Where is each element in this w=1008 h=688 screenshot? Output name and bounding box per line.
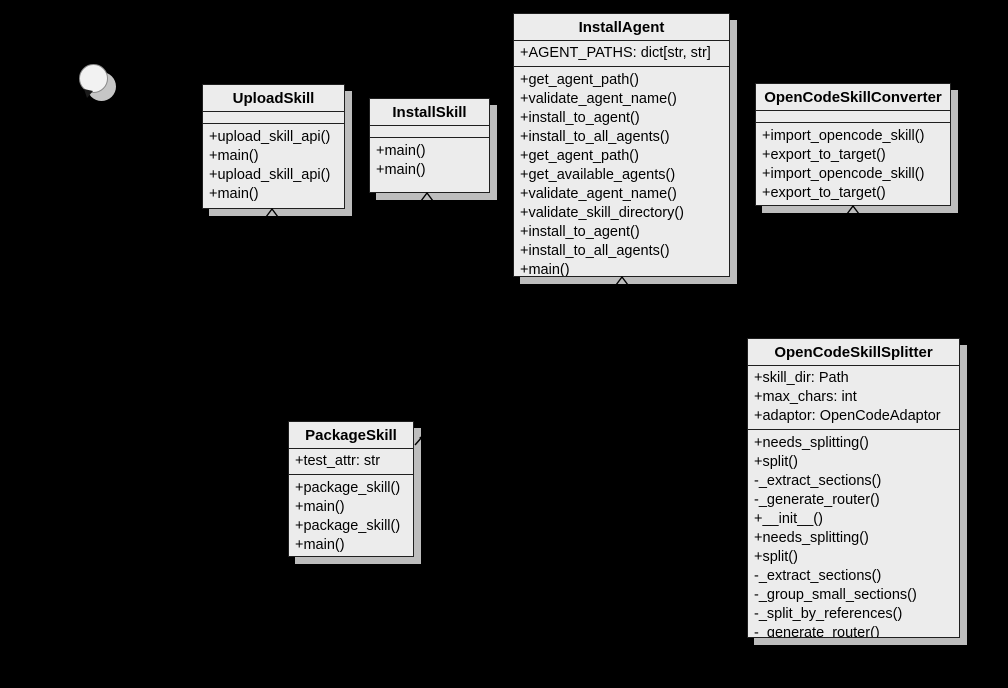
method-line: +get_available_agents() — [520, 167, 676, 183]
class-opencodeskillsplitter: OpenCodeSkillSplitter +skill_dir: Path +m… — [747, 338, 960, 638]
class-title: InstallAgent — [514, 14, 729, 41]
method-line: +validate_agent_name() — [520, 91, 677, 107]
method-line: +install_to_agent() — [520, 110, 640, 126]
class-methods: +needs_splitting() +split() -_extract_sect… — [748, 430, 959, 637]
method-line: +install_to_agent() — [520, 224, 640, 240]
class-attributes — [203, 112, 344, 124]
generalization-arrowhead-icon — [420, 192, 434, 202]
method-line: +export_to_target() — [762, 147, 886, 163]
method-line: +upload_skill_api() — [209, 167, 331, 183]
method-line: +export_to_target() — [762, 185, 886, 201]
method-line: +needs_splitting() — [754, 530, 869, 546]
method-line: +package_skill() — [295, 480, 401, 496]
attribute-line: +adaptor: OpenCodeAdaptor — [754, 408, 941, 424]
method-line: +needs_splitting() — [754, 435, 869, 451]
class-title: UploadSkill — [203, 85, 344, 112]
generalization-arrowhead-icon — [846, 205, 860, 215]
method-line: +main() — [295, 537, 345, 553]
method-line: -_group_small_sections() — [754, 587, 917, 603]
method-line: +split() — [754, 549, 798, 565]
class-title: OpenCodeSkillConverter — [756, 84, 950, 111]
method-line: +main() — [295, 499, 345, 515]
dependency-arrowhead-icon — [414, 433, 426, 446]
method-line: +get_agent_path() — [520, 72, 639, 88]
attribute-line: +test_attr: str — [295, 453, 381, 469]
edge-arrowhead-icon — [84, 89, 93, 98]
method-line: +main() — [209, 186, 259, 202]
class-methods: +package_skill() +main() +package_skill() +… — [289, 475, 413, 556]
method-line: +upload_skill_api() — [209, 129, 331, 145]
method-line: +validate_agent_name() — [520, 186, 677, 202]
method-line: +main() — [376, 143, 426, 159]
method-line: +__init__() — [754, 511, 823, 527]
attribute-line: +skill_dir: Path — [754, 370, 849, 386]
class-attributes: +test_attr: str — [289, 449, 413, 475]
method-line: +import_opencode_skill() — [762, 128, 925, 144]
generalization-arrowhead-icon — [615, 276, 629, 286]
class-methods: +get_agent_path() +validate_agent_name() +… — [514, 67, 729, 276]
class-uploadskill: UploadSkill +upload_skill_api()+main()+u… — [202, 84, 345, 209]
method-line: +main() — [209, 148, 259, 164]
method-line: +main() — [520, 262, 570, 276]
class-methods: +import_opencode_skill() +export_to_targe… — [756, 123, 950, 205]
attribute-line: +max_chars: int — [754, 389, 857, 405]
method-line: +install_to_all_agents() — [520, 243, 670, 259]
class-title: OpenCodeSkillSplitter — [748, 339, 959, 366]
method-line: -_split_by_references() — [754, 606, 903, 622]
class-title: InstallSkill — [370, 99, 489, 126]
class-attributes: +skill_dir: Path +max_chars: int +adaptor:… — [748, 366, 959, 430]
class-attributes — [370, 126, 489, 138]
method-line: -_generate_router() — [754, 492, 880, 508]
class-methods: +upload_skill_api() +main() +upload_skill_… — [203, 124, 344, 208]
class-title: PackageSkill — [289, 422, 413, 449]
class-packageskill: PackageSkill +test_attr: str +package_sk… — [288, 421, 414, 557]
class-methods: +main() +main() — [370, 138, 489, 192]
method-line: +package_skill() — [295, 518, 401, 534]
generalization-arrowhead-icon — [265, 208, 279, 218]
method-line: +install_to_all_agents() — [520, 129, 670, 145]
method-line: +import_opencode_skill() — [762, 166, 925, 182]
method-line: +main() — [376, 162, 426, 178]
method-line: -_generate_router() — [754, 625, 880, 637]
class-attributes: +AGENT_PATHS: dict[str, str] — [514, 41, 729, 67]
circle-node — [79, 64, 108, 93]
method-line: -_extract_sections() — [754, 568, 882, 584]
class-attributes — [756, 111, 950, 123]
class-opencodeskillconverter: OpenCodeSkillConverter +import_opencode_… — [755, 83, 951, 206]
class-installagent: InstallAgent +AGENT_PATHS: dict[str, str… — [513, 13, 730, 277]
method-line: +get_agent_path() — [520, 148, 639, 164]
class-installskill: InstallSkill +main() +main() — [369, 98, 490, 193]
method-line: +split() — [754, 454, 798, 470]
method-line: -_extract_sections() — [754, 473, 882, 489]
method-line: +validate_skill_directory() — [520, 205, 684, 221]
attribute-line: +AGENT_PATHS: dict[str, str] — [520, 45, 711, 61]
